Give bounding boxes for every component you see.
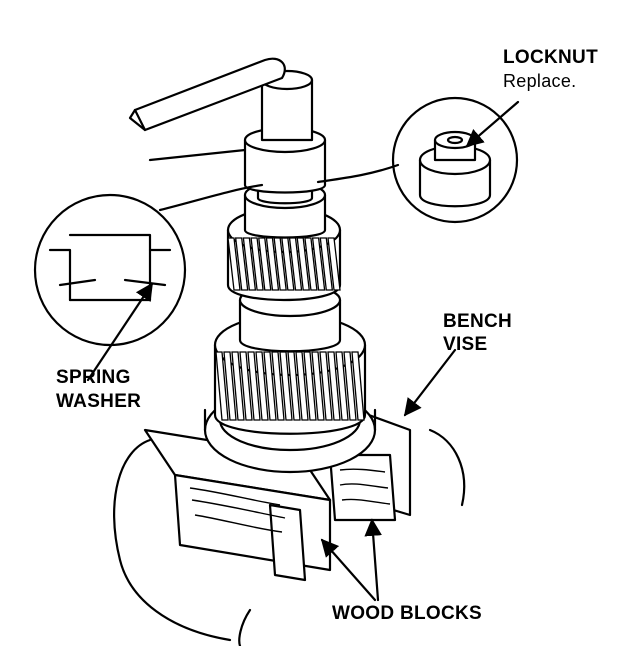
gear-tooth (255, 351, 269, 421)
gear-tooth (327, 351, 341, 421)
gear-tooth (311, 237, 326, 291)
wood-blocks (143, 408, 412, 582)
gear-tooth (319, 237, 334, 291)
spring-washer-label-line2: WASHER (56, 391, 142, 412)
leader-lines (86, 100, 520, 602)
locknut-note: Replace. (503, 71, 577, 91)
gear-tooth (319, 351, 333, 421)
bench-vise (113, 428, 466, 648)
gear-tooth (227, 237, 241, 291)
gear-tooth (303, 351, 317, 421)
gear-tooth (239, 351, 253, 421)
gear-tooth (242, 237, 257, 291)
gear-tooth (327, 237, 341, 291)
gear-tooth (215, 351, 229, 421)
gear-tooth (351, 351, 365, 421)
gear-tooth (335, 351, 349, 421)
spring-washer-detail (33, 183, 264, 347)
gear-tooth (271, 351, 285, 421)
bench-vise-label-line1: BENCH (443, 311, 513, 332)
wood-blocks-label: WOOD BLOCKS (332, 603, 483, 624)
gear-tooth (258, 237, 272, 291)
gear-tooth (231, 351, 245, 421)
gear-tooth (343, 351, 357, 421)
spring-washer-label-line1: SPRING (56, 367, 131, 388)
press-tool (128, 57, 327, 194)
gear-tooth (311, 351, 325, 421)
middle-gears (213, 282, 367, 435)
locknut-detail (316, 96, 519, 224)
gear-tooth (223, 351, 237, 421)
gear-tooth (250, 237, 264, 291)
locknut-label: LOCKNUT (503, 47, 598, 68)
gear-tooth (234, 237, 249, 291)
gear-tooth (304, 237, 318, 291)
gear-tooth (263, 351, 277, 421)
gear-tooth (247, 351, 261, 421)
bench-vise-label-line2: VISE (443, 334, 488, 355)
